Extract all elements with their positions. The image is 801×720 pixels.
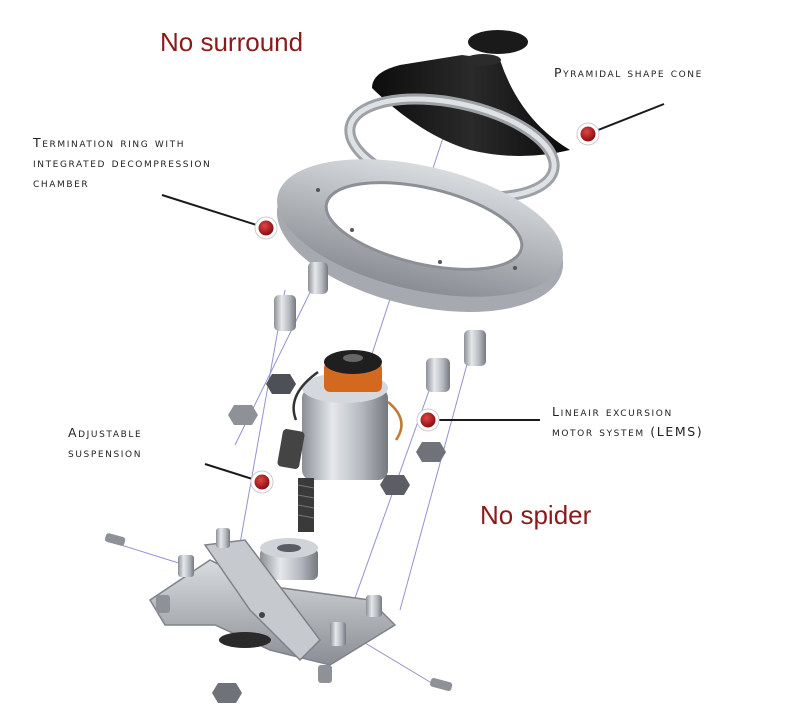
label-motor-line1: Lineair excursion <box>552 404 673 419</box>
label-ring-line3: chamber <box>33 175 90 190</box>
label-cone: Pyramidal shape cone <box>554 63 703 83</box>
spacers <box>228 262 486 495</box>
label-suspension: Adjustable suspension <box>68 423 142 463</box>
feet <box>104 528 453 703</box>
label-ring-line2: integrated decompression <box>33 155 212 170</box>
label-suspension-line1: Adjustable <box>68 425 143 440</box>
adjuster-nut <box>260 538 318 580</box>
leader-lines <box>161 103 665 483</box>
dust-cap <box>468 30 528 54</box>
callout-markers <box>250 122 600 494</box>
label-ring-line1: Termination ring with <box>33 135 186 150</box>
label-ring: Termination ring with integrated decompr… <box>33 133 211 193</box>
headline-no-surround: No surround <box>160 27 304 57</box>
headline-no-spider: No spider <box>480 500 592 530</box>
termination-ring <box>276 159 564 312</box>
lems-motor <box>277 350 403 532</box>
label-suspension-line2: suspension <box>68 445 143 460</box>
label-cone-text: Pyramidal shape cone <box>554 65 703 80</box>
label-motor: Lineair excursion motor system (LEMS) <box>552 402 703 442</box>
label-motor-line2: motor system (LEMS) <box>552 424 704 439</box>
